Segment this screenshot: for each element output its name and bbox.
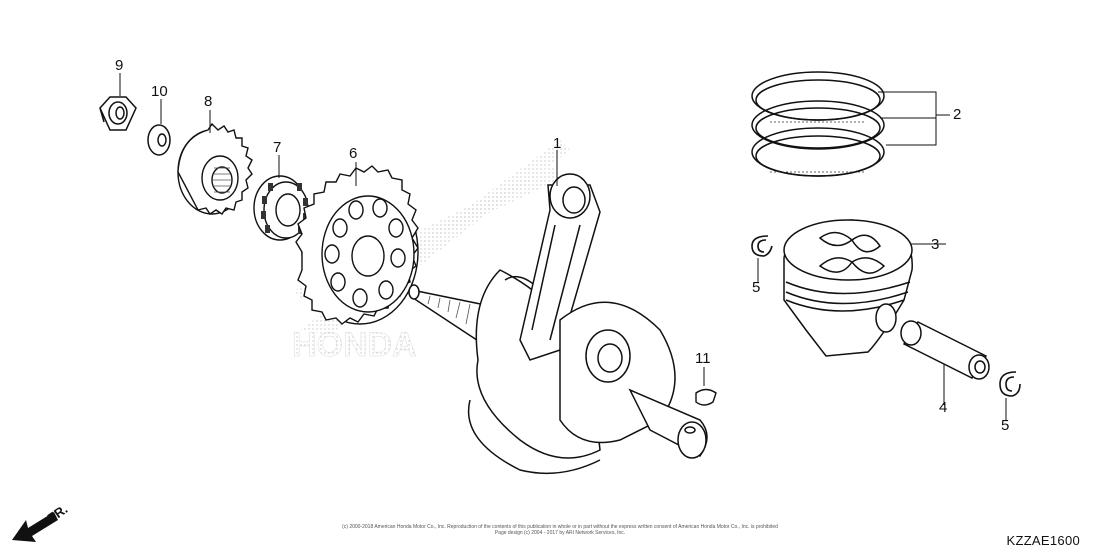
callout-7: 7 xyxy=(273,139,282,156)
piston-ring-set-part-2 xyxy=(751,71,885,177)
callout-5-right: 5 xyxy=(1001,417,1010,434)
copyright-line-2: Page design (c) 2004 - 2017 by ARI Netwo… xyxy=(494,530,626,536)
svg-text:HONDA: HONDA xyxy=(292,326,417,364)
crankshaft-part-1 xyxy=(408,173,708,475)
callout-11: 11 xyxy=(695,350,711,367)
woodruff-key-part-11 xyxy=(695,388,717,406)
pin-clip-part-5-right xyxy=(999,371,1021,397)
leader-lines xyxy=(119,73,1007,420)
callout-8: 8 xyxy=(204,93,213,110)
washer-part-10 xyxy=(147,124,171,156)
gear-part-6 xyxy=(295,165,419,325)
front-direction-arrow-icon xyxy=(12,512,58,542)
gear-part-8 xyxy=(177,122,253,215)
pin-clip-part-5-left xyxy=(751,235,773,257)
callout-3: 3 xyxy=(931,236,940,253)
callout-5-left: 5 xyxy=(752,279,761,296)
callout-9: 9 xyxy=(115,57,124,74)
nut-part-9 xyxy=(99,96,137,131)
callout-2: 2 xyxy=(953,106,962,123)
diagram-code: KZZAE1600 xyxy=(1006,533,1080,548)
needle-bearing-part-7 xyxy=(253,175,309,241)
copyright-line-1: (c) 2000-2018 American Honda Motor Co., … xyxy=(342,524,778,530)
callout-6: 6 xyxy=(349,145,358,162)
callout-1: 1 xyxy=(553,135,562,152)
callout-10: 10 xyxy=(151,83,168,100)
piston-part-3 xyxy=(783,219,913,357)
callout-4: 4 xyxy=(939,399,948,416)
piston-pin-part-4 xyxy=(900,320,990,380)
